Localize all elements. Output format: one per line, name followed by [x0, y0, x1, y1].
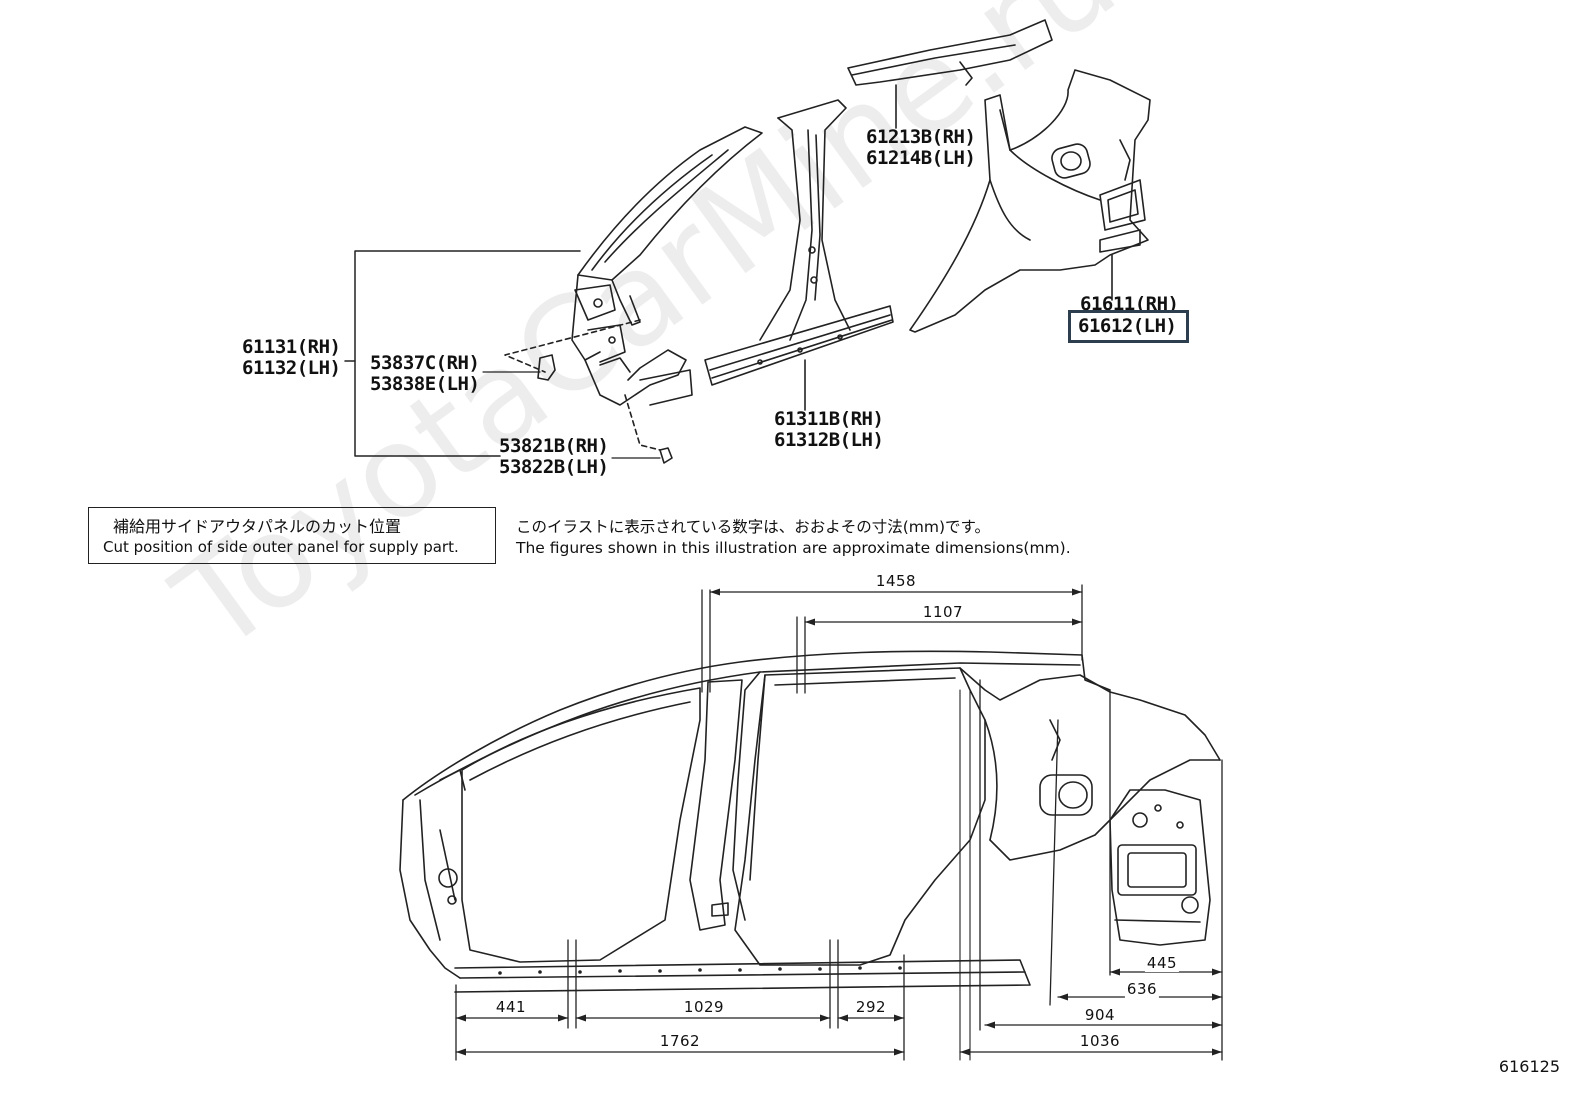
part-61612-label[interactable]: 61612(LH) — [1078, 315, 1177, 337]
part-53837c-label[interactable]: 53837C(RH) — [370, 352, 480, 374]
part-61213b-label[interactable]: 61213B(RH) — [866, 126, 976, 148]
dim-445: 445 — [1144, 954, 1180, 972]
part-53822b-label[interactable]: 53822B(LH) — [499, 456, 609, 478]
dim-1107: 1107 — [920, 603, 966, 621]
dim-1036: 1036 — [1077, 1032, 1123, 1050]
part-61311b-label[interactable]: 61311B(RH) — [774, 408, 884, 430]
dim-1458: 1458 — [873, 572, 919, 590]
legend-ja-text: 補給用サイドアウタパネルのカット位置 — [113, 517, 402, 536]
dimension-lines — [455, 584, 1223, 1061]
highlight-box — [1068, 310, 1189, 343]
part-61131-label[interactable]: 61131(RH) — [242, 336, 341, 358]
side-outer-panel — [399, 650, 1221, 993]
part-61214b-label[interactable]: 61214B(LH) — [866, 147, 976, 169]
part-61611-label[interactable]: 61611(RH) — [1080, 293, 1179, 315]
rocker-panel — [704, 305, 894, 411]
cut-position-legend: 補給用サイドアウタパネルのカット位置 Cut position of side … — [88, 507, 496, 564]
dimension-arrows — [456, 588, 1222, 1056]
note-en: The figures shown in this illustration a… — [516, 539, 1071, 557]
diagram-code: 616125 — [1498, 1057, 1560, 1076]
dim-1762: 1762 — [657, 1032, 703, 1050]
part-53838e-label[interactable]: 53838E(LH) — [370, 373, 480, 395]
center-pillar-panel — [759, 99, 851, 341]
legend-en-text: Cut position of side outer panel for sup… — [103, 538, 459, 556]
part-61312b-label[interactable]: 61312B(LH) — [774, 429, 884, 451]
part-61132-label[interactable]: 61132(LH) — [242, 357, 341, 379]
roof-side-rail — [847, 19, 1053, 129]
dim-292: 292 — [853, 998, 889, 1016]
note-ja: このイラストに表示されている数字は、おおよその寸法(mm)です。 — [516, 518, 990, 536]
dim-441: 441 — [493, 998, 529, 1016]
dim-636: 636 — [1124, 980, 1160, 998]
dim-904: 904 — [1082, 1006, 1118, 1024]
quarter-panel — [909, 69, 1151, 333]
part-53821b-label[interactable]: 53821B(RH) — [499, 435, 609, 457]
dim-1029: 1029 — [681, 998, 727, 1016]
front-pillar-panel — [571, 126, 763, 406]
